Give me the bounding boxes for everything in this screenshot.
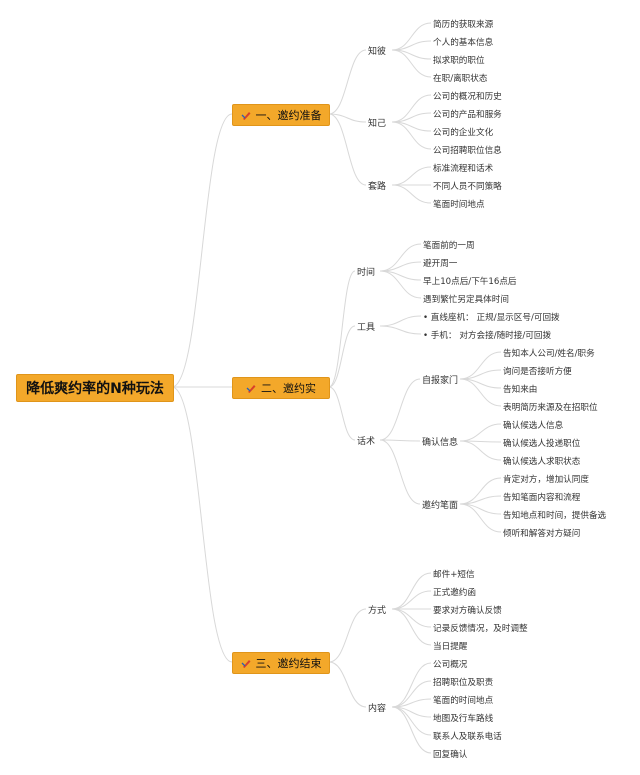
- leaf-item[interactable]: 联系人及联系电话: [433, 732, 502, 742]
- connector-line: [459, 378, 502, 407]
- connector-line: [328, 113, 367, 186]
- group-method[interactable]: 方式: [368, 606, 387, 616]
- leaf-item[interactable]: 招聘职位及职责: [433, 678, 494, 688]
- group-content[interactable]: 内容: [368, 704, 387, 714]
- leaf-item[interactable]: 告知笔面内容和流程: [503, 493, 581, 503]
- connector-line: [171, 386, 233, 663]
- leaf-item[interactable]: 当日提醒: [433, 642, 468, 652]
- connector-line: [379, 439, 421, 442]
- leaf-item[interactable]: 表明简历来源及在招职位: [503, 403, 598, 413]
- leaf-item[interactable]: 遇到繁忙另定具体时间: [423, 295, 509, 305]
- leaf-item[interactable]: 确认候选人投递职位: [503, 439, 581, 449]
- connector-line: [459, 440, 502, 461]
- leaf-item[interactable]: 公司概况: [433, 660, 468, 670]
- section-label: 二、邀约实: [261, 382, 316, 395]
- leaf-item[interactable]: 不同人员不同策略: [433, 182, 502, 192]
- leaf-item[interactable]: 告知来由: [503, 385, 538, 395]
- subgroup-invite-interview[interactable]: 邀约笔面: [422, 501, 459, 511]
- leaf-item[interactable]: 拟求职的职位: [433, 56, 485, 66]
- leaf-item[interactable]: 告知地点和时间，提供备选: [503, 511, 607, 521]
- section-label: 三、邀约结束: [255, 657, 322, 670]
- leaf-item[interactable]: • 手机： 对方会接/随时接/可回拨: [423, 331, 552, 341]
- connector-line: [391, 706, 432, 754]
- section-invitation-end[interactable]: 三、邀约结束: [232, 652, 330, 674]
- connector-line: [328, 386, 356, 441]
- connector-line: [459, 423, 502, 442]
- leaf-item[interactable]: • 直线座机： 正规/显示区号/可回拨: [423, 313, 560, 323]
- connector-line: [391, 572, 432, 610]
- leaf-item[interactable]: 肯定对方，增加认同度: [503, 475, 589, 485]
- leaf-item[interactable]: 公司的企业文化: [433, 128, 494, 138]
- leaf-item[interactable]: 要求对方确认反馈: [433, 606, 502, 616]
- leaf-item[interactable]: 避开周一: [423, 259, 458, 269]
- group-script[interactable]: 话术: [357, 437, 376, 447]
- leaf-item[interactable]: 记录反馈情况，及时调整: [433, 624, 528, 634]
- connector-line: [379, 270, 422, 299]
- leaf-item[interactable]: 询问是否接听方便: [503, 367, 572, 377]
- leaf-item[interactable]: 笔面的时间地点: [433, 696, 494, 706]
- leaf-item[interactable]: 地图及行车路线: [433, 714, 494, 724]
- leaf-item[interactable]: 个人的基本信息: [433, 38, 494, 48]
- pen-icon: [241, 109, 253, 121]
- leaf-item[interactable]: 标准流程和话术: [433, 164, 494, 174]
- connector-line: [391, 184, 432, 204]
- leaf-item[interactable]: 确认候选人信息: [503, 421, 564, 431]
- leaf-item[interactable]: 邮件+短信: [433, 570, 475, 580]
- connector-line: [379, 439, 421, 505]
- connector-line: [328, 270, 356, 388]
- leaf-item[interactable]: 告知本人公司/姓名/职务: [503, 349, 595, 359]
- leaf-item[interactable]: 公司的产品和服务: [433, 110, 502, 120]
- leaf-item[interactable]: 公司的概况和历史: [433, 92, 502, 102]
- connector-line: [391, 608, 432, 646]
- leaf-item[interactable]: 正式邀约函: [433, 588, 476, 598]
- leaf-item[interactable]: 公司招聘职位信息: [433, 146, 502, 156]
- group-time[interactable]: 时间: [357, 268, 376, 278]
- connector-line: [328, 49, 367, 115]
- root-topic-label: 降低爽约率的N种玩法: [26, 381, 164, 397]
- leaf-item[interactable]: 简历的获取来源: [433, 20, 494, 30]
- leaf-item[interactable]: 在职/离职状态: [433, 74, 488, 84]
- group-routine[interactable]: 套路: [368, 182, 387, 192]
- connector-line: [328, 608, 367, 663]
- connector-line: [391, 608, 432, 628]
- connector-line: [379, 325, 422, 335]
- connector-line: [459, 503, 502, 533]
- group-know-them[interactable]: 知彼: [368, 47, 387, 57]
- pen-icon: [241, 657, 253, 669]
- group-know-self[interactable]: 知己: [368, 119, 387, 129]
- leaf-item[interactable]: 确认候选人求职状态: [503, 457, 581, 467]
- connector-line: [391, 166, 432, 186]
- connector-line: [328, 661, 367, 708]
- leaf-item[interactable]: 倾听和解答对方疑问: [503, 529, 581, 539]
- connector-line: [391, 662, 432, 708]
- subgroup-self-intro[interactable]: 自报家门: [422, 376, 459, 386]
- leaf-item[interactable]: 笔面时间地点: [433, 200, 485, 210]
- connector-line: [328, 113, 367, 123]
- connector-line: [171, 113, 233, 388]
- subgroup-confirm-info[interactable]: 确认信息: [422, 438, 459, 448]
- connector-line: [328, 325, 356, 388]
- section-invitation-prep[interactable]: 一、邀约准备: [232, 104, 330, 126]
- connector-line: [391, 590, 432, 610]
- section-label: 一、邀约准备: [255, 109, 322, 122]
- pen-icon: [246, 382, 258, 394]
- leaf-item[interactable]: 回复确认: [433, 750, 468, 760]
- group-tools[interactable]: 工具: [357, 323, 376, 333]
- leaf-item[interactable]: 笔面前的一周: [423, 241, 475, 251]
- connector-line: [391, 121, 432, 150]
- connector-line: [391, 49, 432, 78]
- connector-line: [379, 315, 422, 327]
- section-invitation-execution[interactable]: 二、邀约实: [232, 377, 330, 399]
- connector-line: [379, 378, 421, 441]
- leaf-item[interactable]: 早上10点后/下午16点后: [423, 277, 517, 287]
- root-topic[interactable]: 降低爽约率的N种玩法: [16, 374, 174, 402]
